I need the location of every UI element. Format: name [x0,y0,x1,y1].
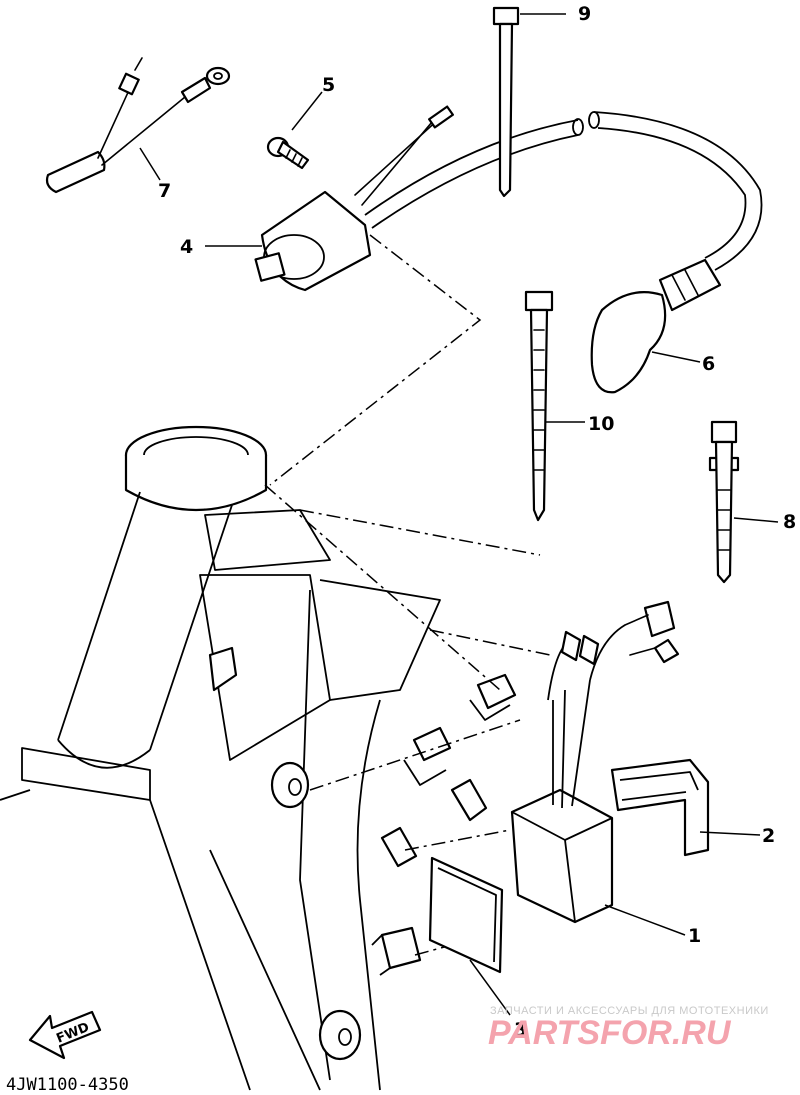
watermark: ЗАПЧАСТИ И АКСЕССУАРЫ ДЛЯ МОТОТЕХНИКИ PA… [488,1005,769,1052]
part-4-ignition-coil [254,105,454,292]
callout-6: 6 [702,353,715,375]
part-3-damper-pad [428,856,504,974]
callout-10: 10 [588,413,614,435]
part-9-cable-tie [492,6,520,198]
part-1-cdi-unit [510,600,680,924]
motorcycle-frame [0,425,517,1091]
part-10-cable-tie [524,290,554,522]
watermark-brand: PARTSFOR.RU [488,1014,732,1052]
callout-numbers: 9 5 7 4 6 10 8 2 1 3 [158,3,796,1041]
part-5-bolt [266,136,310,170]
diagram-code: 4JW1100-4350 [6,1075,129,1095]
callout-2: 2 [762,825,775,847]
callout-5: 5 [322,74,335,96]
callout-8: 8 [783,511,796,533]
callout-3: 3 [514,1019,527,1041]
fwd-arrow: FWD [28,1010,102,1060]
part-2-bracket [610,758,710,857]
part-7-ground-lead [45,57,231,194]
callout-1: 1 [688,925,701,947]
callout-4: 4 [180,236,193,258]
leader-lines [139,13,779,1016]
callout-7: 7 [158,180,171,202]
watermark-caption: ЗАПЧАСТИ И АКСЕССУАРЫ ДЛЯ МОТОТЕХНИКИ [490,1005,769,1017]
callout-9: 9 [578,3,591,25]
part-8-cable-tie [708,420,740,584]
part-6-spark-plug-cap [364,111,763,394]
